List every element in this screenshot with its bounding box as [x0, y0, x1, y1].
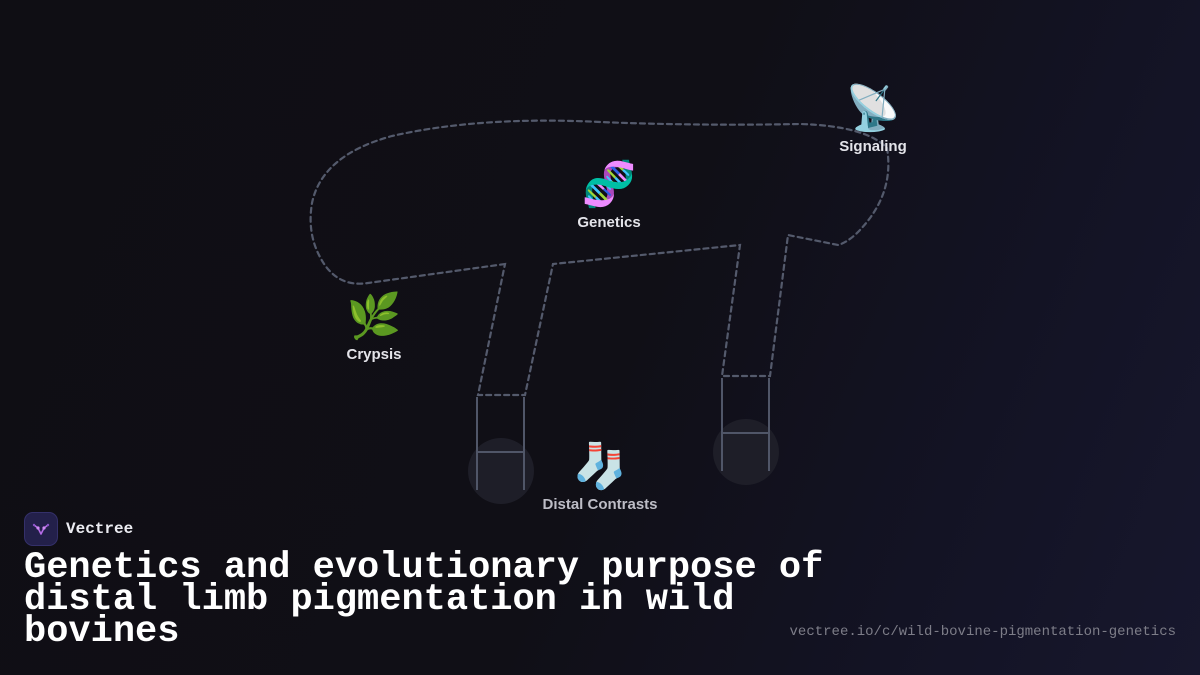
dna-icon: 🧬: [581, 160, 637, 209]
front-hoof-marker: [468, 438, 534, 504]
brand-name: Vectree: [66, 520, 134, 538]
node-genetics-label: Genetics: [577, 214, 641, 231]
brand[interactable]: Vectree: [24, 512, 133, 546]
satellite-antenna-icon: 📡: [845, 84, 901, 133]
vectree-logo-icon: [24, 512, 58, 546]
node-distal-contrasts: 🧦 Distal Contrasts: [520, 442, 680, 513]
node-crypsis: 🌿 Crypsis: [294, 292, 454, 363]
rear-hoof-marker: [713, 419, 779, 485]
node-crypsis-label: Crypsis: [346, 346, 402, 363]
source-url[interactable]: vectree.io/c/wild-bovine-pigmentation-ge…: [789, 624, 1176, 640]
node-signaling: 📡 Signaling: [793, 84, 953, 155]
socks-icon: 🧦: [572, 442, 628, 491]
herb-icon: 🌿: [346, 292, 402, 341]
node-genetics: 🧬 Genetics: [529, 160, 689, 231]
node-signaling-label: Signaling: [839, 138, 907, 155]
page-title: Genetics and evolutionary purpose of dis…: [24, 547, 824, 653]
bovine-body-outline: [309, 119, 890, 397]
node-distal-contrasts-label: Distal Contrasts: [542, 496, 658, 513]
